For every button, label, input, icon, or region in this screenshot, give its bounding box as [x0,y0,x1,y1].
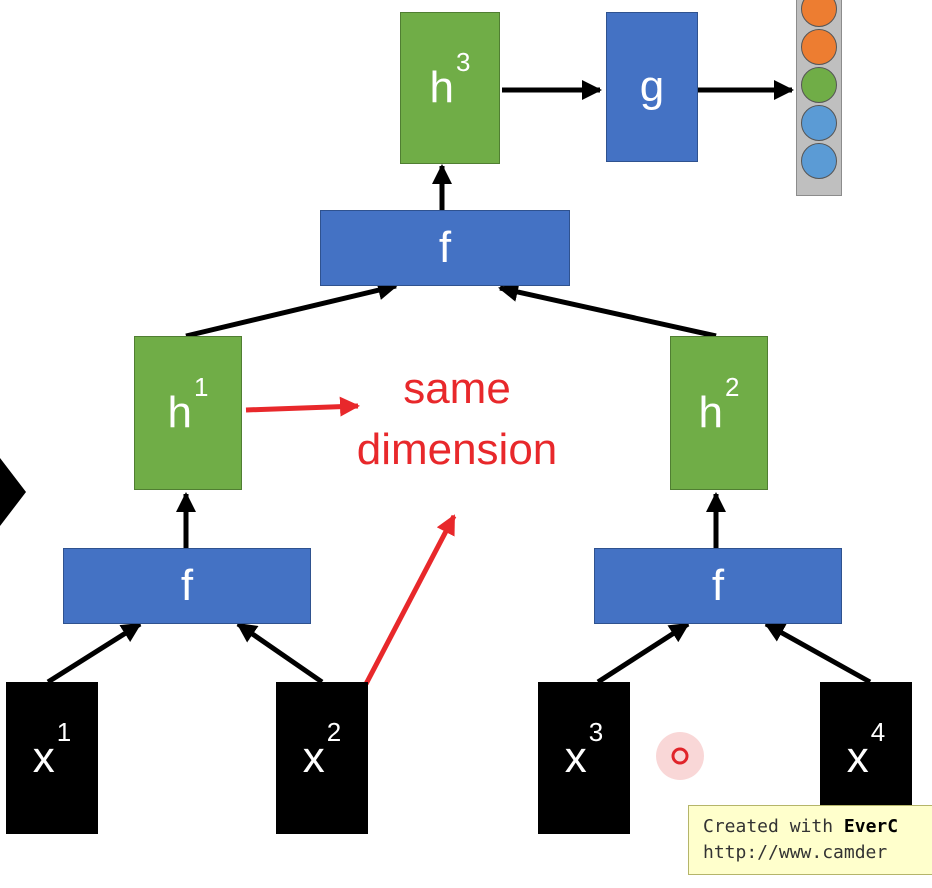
hidden-h2-base: h [698,388,723,437]
annotation-line-2: dimension [356,424,558,474]
input-x3-base: x [564,733,587,782]
arrow-h2-to-f-top [498,282,717,339]
function-g: g [606,12,698,162]
arrow-x2-to-f-left [236,621,324,685]
cursor-highlight-icon [656,732,704,780]
watermark-brand: EverC [843,816,899,837]
hidden-h3-superscript: 3 [456,47,471,77]
recorder-watermark: Created with EverC http://www.camder [688,805,932,875]
arrow-x1-to-f-left [46,621,142,685]
watermark-url: http://www.camder [703,842,888,863]
arrow-x4-to-f-right [764,621,872,685]
hidden-h2-superscript: 2 [725,372,740,402]
red-arrow-x2-to-label [363,514,457,686]
output-circle-2 [801,29,837,65]
input-x4-superscript: 4 [870,717,886,747]
input-x2-superscript: 2 [326,717,342,747]
watermark-prefix: Created with [703,816,844,837]
red-arrow-h1-to-label [245,396,360,417]
input-x2-base: x [302,733,325,782]
same-dimension-annotation: same dimension [322,352,592,488]
output-circle-1 [801,0,837,27]
output-circle-5 [801,143,837,179]
hidden-h1-superscript: 1 [194,372,209,402]
arrow-x3-to-f-right [596,621,690,685]
function-f-top: f [320,210,570,286]
input-x1-base: x [32,733,55,782]
function-f-left: f [63,548,311,624]
hidden-h3-base: h [429,63,454,112]
arrow-h1-to-f-top [185,280,398,339]
play-triangle-icon [0,458,26,526]
input-x1-superscript: 1 [56,717,72,747]
output-circle-4 [801,105,837,141]
output-circle-3 [801,67,837,103]
function-f-right: f [594,548,842,624]
input-x3-superscript: 3 [588,717,604,747]
output-vector [796,0,842,196]
hidden-h1-base: h [167,388,192,437]
cursor-dot-icon [671,747,689,765]
input-x4-base: x [846,733,869,782]
annotation-line-1: same [403,364,511,413]
